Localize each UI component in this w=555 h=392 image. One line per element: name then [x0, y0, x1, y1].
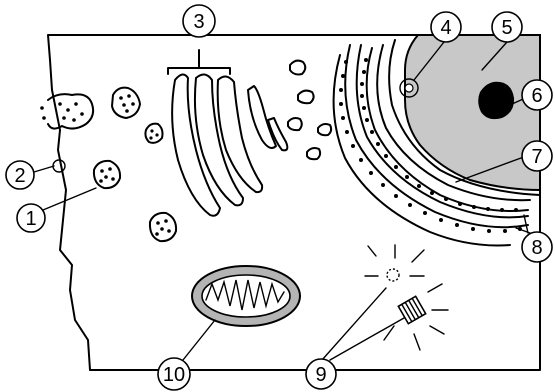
vesicle-4	[150, 213, 176, 241]
callout-6: 6	[522, 80, 552, 110]
callout-9: 9	[306, 359, 336, 389]
callout-7: 7	[522, 141, 552, 171]
nucleus	[405, 35, 540, 190]
callout-5: 5	[492, 12, 522, 42]
vesicle-3	[94, 161, 120, 188]
callout-4-text: 4	[440, 17, 451, 39]
callout-3: 3	[183, 5, 215, 37]
callout-8-text: 8	[531, 237, 542, 259]
vesicle-2	[145, 124, 162, 143]
membrane-marker	[53, 160, 65, 172]
callout-3-text: 3	[193, 11, 204, 33]
callout-1: 1	[17, 204, 45, 232]
callout-4: 4	[431, 12, 461, 42]
callout-6-text: 6	[531, 85, 542, 107]
callout-10: 10	[158, 358, 190, 390]
callout-2-text: 2	[14, 165, 25, 187]
callout-1-text: 1	[25, 208, 36, 230]
callout-5-text: 5	[501, 17, 512, 39]
callout-8: 8	[522, 232, 552, 262]
golgi-apparatus	[168, 50, 287, 216]
callout-2: 2	[6, 161, 34, 189]
callout-7-text: 7	[531, 146, 542, 168]
nuclear-pore	[405, 84, 413, 92]
small-vesicles	[288, 61, 331, 160]
mitochondrion	[192, 266, 300, 326]
exocytosis-vesicle	[40, 94, 93, 128]
callout-10-text: 10	[163, 364, 185, 386]
callout-9-text: 9	[315, 364, 326, 386]
vesicle-1	[112, 88, 140, 118]
